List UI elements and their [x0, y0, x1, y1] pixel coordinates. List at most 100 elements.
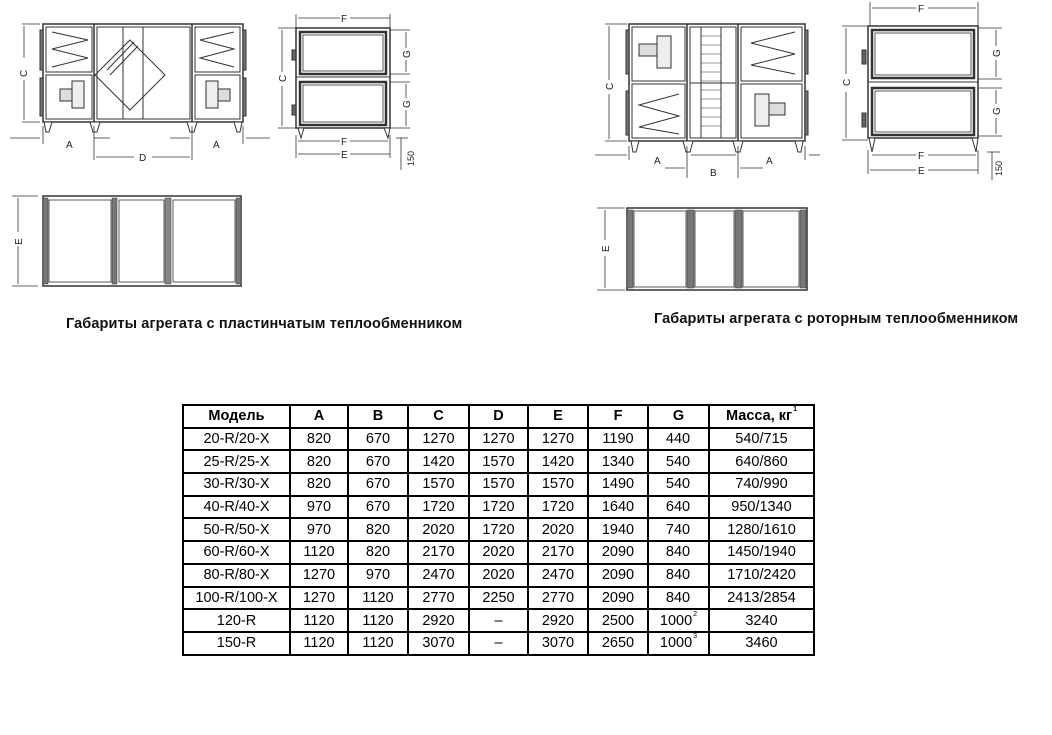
cell-d: 1720 [468, 494, 529, 520]
footnote-marker: 3 [693, 633, 698, 641]
cell-b: 670 [347, 494, 409, 520]
cell-c: 2470 [407, 562, 470, 588]
footnote-marker: 1 [793, 406, 797, 414]
cell-a: 820 [289, 449, 349, 475]
dim-label-f-bottom: F [341, 137, 347, 148]
plate-unit-side-drawing: C A A D [10, 23, 270, 164]
cell-g: 10003 [647, 630, 710, 656]
cell-f: 1940 [587, 517, 649, 543]
cell-g-value: 1000 [659, 635, 693, 652]
dim-label-d: D [139, 153, 146, 164]
cell-c: 1420 [407, 449, 470, 475]
cell-model: 30-R/30-X [182, 472, 291, 497]
plate-unit-front-drawing: F C G G F E 150 [278, 14, 416, 170]
cell-d: – [468, 608, 529, 633]
dim-label-a-left: A [66, 140, 73, 151]
cell-f: 2500 [587, 608, 649, 633]
cell-model: 25-R/25-X [182, 449, 291, 475]
cell-f: 1490 [587, 472, 649, 497]
plate-unit-top-drawing: E [12, 195, 242, 287]
cell-b: 670 [347, 449, 409, 475]
dim-label-c: C [19, 70, 30, 77]
cell-b: 820 [347, 540, 409, 565]
cell-g: 840 [647, 562, 710, 588]
cell-c: 1570 [407, 472, 470, 497]
cell-a: 970 [289, 517, 349, 543]
cell-mass: 3460 [708, 630, 815, 656]
cell-e: 2920 [527, 608, 589, 633]
col-header-e: E [527, 404, 589, 429]
cell-g: 840 [647, 585, 710, 611]
cell-mass: 1280/1610 [708, 517, 815, 543]
plate-unit-top-view: E [10, 190, 250, 295]
table-header-row: Модель A B C D E F G Масса, кг1 [182, 404, 815, 429]
cell-d: – [468, 630, 529, 656]
cell-d: 2020 [468, 540, 529, 565]
cell-f: 2090 [587, 562, 649, 588]
dim-label-g-bottom: G [992, 107, 1003, 115]
cell-f: 2090 [587, 540, 649, 565]
dim-label-150: 150 [994, 161, 1004, 176]
cell-a: 1120 [289, 540, 349, 565]
cell-b: 820 [347, 517, 409, 543]
cell-a: 820 [289, 472, 349, 497]
cell-mass: 540/715 [708, 426, 815, 452]
cell-e: 2020 [527, 517, 589, 543]
cell-e: 3070 [527, 630, 589, 656]
col-header-mass: Масса, кг1 [708, 404, 815, 429]
cell-g-value: 840 [665, 589, 691, 606]
cell-mass: 1710/2420 [708, 562, 815, 588]
cell-c: 2170 [407, 540, 470, 565]
plate-unit-caption: Габариты агрегата с пластинчатым теплооб… [66, 316, 463, 332]
cell-mass: 2413/2854 [708, 585, 815, 611]
plate-unit-front-view: F C G G F E 150 [268, 10, 418, 170]
cell-model: 80-R/80-X [182, 562, 291, 588]
cell-f: 2090 [587, 585, 649, 611]
cell-mass: 3240 [708, 608, 815, 633]
cell-d: 1570 [468, 449, 529, 475]
cell-a: 1120 [289, 608, 349, 633]
rotor-unit-side-drawing: C A B A [595, 23, 820, 179]
col-header-f: F [587, 404, 649, 429]
dim-label-e: E [918, 166, 925, 177]
cell-model: 20-R/20-X [182, 426, 291, 452]
cell-g: 10002 [647, 608, 710, 633]
cell-b: 1120 [347, 585, 409, 611]
cell-g-value: 640 [665, 499, 691, 516]
cell-b: 1120 [347, 608, 409, 633]
cell-g: 540 [647, 472, 710, 497]
dim-label-e-top: E [14, 238, 25, 245]
mass-header-label: Масса, кг [726, 408, 793, 425]
dim-label-a-left: A [654, 156, 661, 167]
cell-g-value: 840 [665, 544, 691, 561]
cell-a: 1120 [289, 630, 349, 656]
cell-b: 670 [347, 426, 409, 452]
cell-a: 970 [289, 494, 349, 520]
cell-e: 1570 [527, 472, 589, 497]
dim-label-c-front: C [842, 79, 853, 86]
dim-label-g-bottom: G [402, 100, 413, 108]
cell-model: 100-R/100-X [182, 585, 291, 611]
dim-label-150: 150 [406, 151, 416, 166]
dim-label-e-top: E [601, 245, 612, 252]
cell-model: 60-R/60-X [182, 540, 291, 565]
dim-label-g-top: G [402, 50, 413, 58]
cell-g: 840 [647, 540, 710, 565]
cell-c: 2770 [407, 585, 470, 611]
cell-c: 2020 [407, 517, 470, 543]
cell-g-value: 740 [665, 521, 691, 538]
footnote-marker: 2 [693, 610, 698, 618]
dim-label-f-top: F [918, 4, 924, 15]
col-header-c: C [407, 404, 470, 429]
dim-label-a-right: A [766, 156, 773, 167]
cell-model: 50-R/50-X [182, 517, 291, 543]
cell-g-value: 840 [665, 567, 691, 584]
cell-f: 1190 [587, 426, 649, 452]
